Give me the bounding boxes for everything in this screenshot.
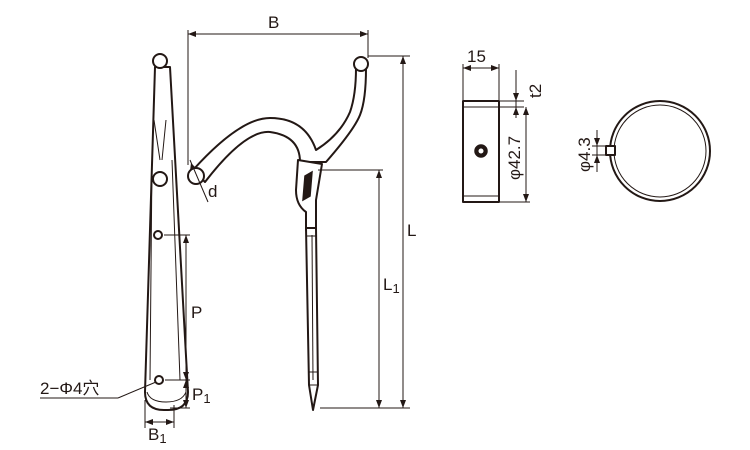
length-arrow-bottom: [400, 400, 406, 408]
length-label: L: [407, 221, 416, 240]
width-label: B1: [148, 425, 167, 446]
pitch-arrow-mid-down: [183, 380, 189, 388]
band-width-label: 15: [467, 47, 486, 66]
front-view-hook: [192, 67, 367, 183]
hole-diameter-label: φ4.3: [575, 137, 594, 172]
side-view-top-ball: [152, 53, 168, 69]
band-hole-inner: [478, 148, 484, 154]
ball-arrow: [190, 163, 196, 171]
ring-hole: [605, 145, 616, 156]
span-arrow-right: [360, 31, 368, 37]
side-view-bottom-curl: [146, 391, 187, 403]
diameter-label: φ42.7: [505, 136, 524, 180]
ring-outer: [609, 100, 711, 202]
span-label: B: [268, 13, 279, 32]
hole-diameter-arrow-bottom: [594, 155, 600, 163]
band-view: 15 t2 φ42.7: [462, 47, 545, 203]
stem-length-arrow-top: [376, 170, 382, 178]
stem-length-arrow-bottom: [376, 400, 382, 408]
side-view-upper-hole: [153, 230, 163, 240]
width-arrow-right: [166, 419, 174, 425]
pitch-arrow-top: [183, 235, 189, 243]
side-view-arm-detail: [149, 119, 181, 381]
ball-label: d: [208, 182, 217, 201]
front-view-slot: [302, 170, 313, 202]
hole-note-label: 2−Φ4穴: [40, 379, 99, 398]
thickness-arrow-top: [513, 93, 519, 101]
band-width-arrow-right: [491, 65, 499, 71]
pitch-arrow-mid-up: [183, 372, 189, 380]
side-view: P P1 2−Φ4穴 B1: [40, 53, 211, 446]
side-view-arm: [144, 66, 189, 411]
thickness-label: t2: [526, 84, 545, 98]
front-view-stem: [305, 227, 319, 411]
front-view-top-ball: [353, 56, 369, 72]
diameter-arrow-bottom: [523, 194, 529, 202]
side-view-middle-ball: [152, 171, 168, 187]
end-pitch-arrow-bottom: [183, 400, 189, 408]
thickness-arrow-bottom: [513, 107, 519, 115]
diameter-arrow-top: [523, 107, 529, 115]
end-pitch-label: P1: [192, 385, 211, 406]
span-arrow-left: [188, 31, 196, 37]
stem-length-label: L1: [383, 275, 400, 296]
width-arrow-left: [145, 419, 153, 425]
ring-view: φ4.3: [575, 100, 711, 202]
pitch-label: P: [191, 303, 202, 322]
hole-note-leader: [117, 381, 157, 399]
front-view-stem-centerline: [311, 234, 314, 381]
front-view: B d L L1: [187, 13, 416, 411]
band-width-arrow-left: [463, 65, 471, 71]
length-arrow-top: [400, 56, 406, 64]
hole-diameter-arrow-top: [594, 138, 600, 146]
side-view-lower-hole: [154, 375, 164, 385]
